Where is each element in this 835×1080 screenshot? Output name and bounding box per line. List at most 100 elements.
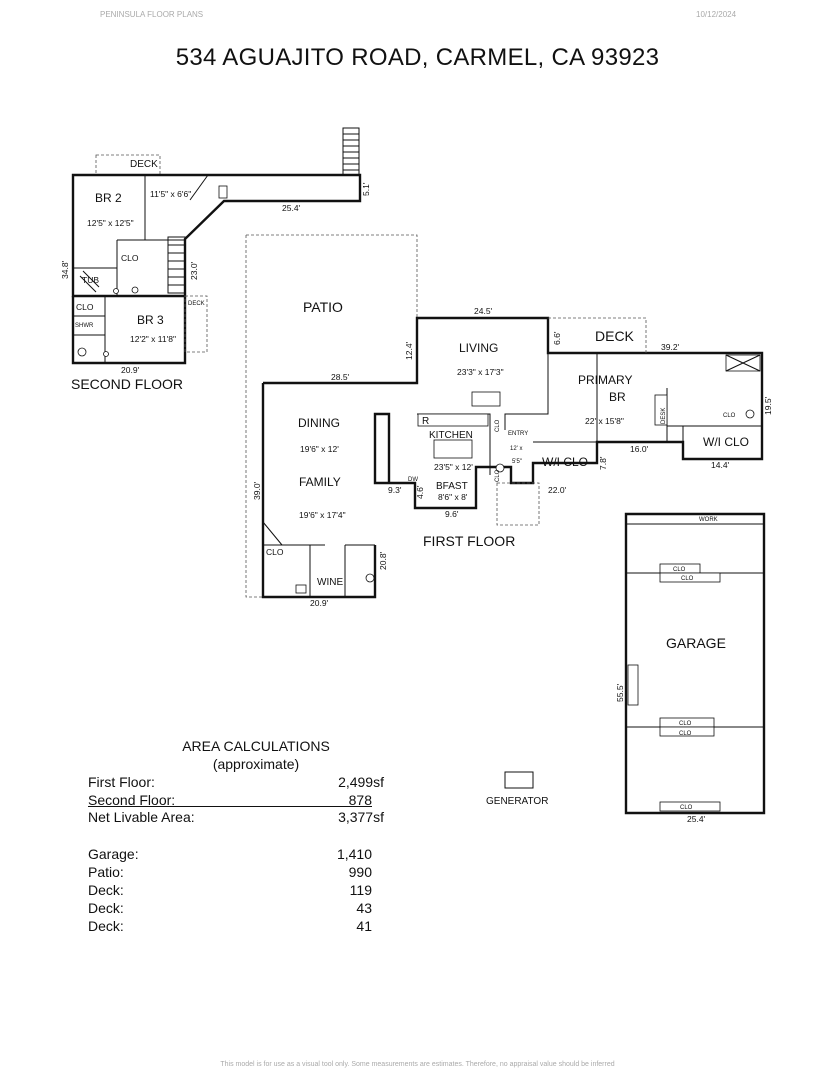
- area-row: Deck: 41: [88, 918, 384, 936]
- kitchen-counter: [417, 413, 489, 427]
- room-label: W/I CLO: [542, 455, 588, 469]
- area-value: 3,377sf: [338, 809, 384, 825]
- room-measurement: 12'2" x 11'8": [130, 334, 176, 344]
- sink-icon: [113, 288, 119, 294]
- garage-outer-wall: [624, 512, 766, 815]
- dimension-label: 4.6': [415, 485, 425, 499]
- dimension-label: 22.0': [548, 485, 567, 495]
- room-label: CLO: [495, 419, 501, 432]
- toilet-icon: [365, 573, 375, 583]
- room-label: CLO: [723, 413, 736, 419]
- bath-walls: [73, 267, 117, 363]
- closet-outline: [659, 726, 715, 737]
- closet-outline: [659, 572, 721, 583]
- room-label: BFAST: [436, 481, 468, 492]
- dimension-label: 20.8': [378, 551, 388, 570]
- room-measurement: 5'5": [512, 459, 522, 465]
- subtotal-underline: [88, 806, 372, 807]
- room-label: DW: [408, 477, 418, 483]
- room-measurement: 19'6" x 17'4": [299, 510, 346, 520]
- garage-plan: [504, 512, 766, 815]
- desk-outline: [654, 394, 668, 426]
- stairs-inner: [167, 236, 186, 294]
- family-outer-wall: [261, 383, 377, 599]
- room-measurement: 11'5" x 6'6": [150, 189, 191, 199]
- room-label: R: [422, 416, 429, 427]
- area-label: Deck:: [88, 882, 124, 898]
- dimension-label: 9.6': [445, 509, 459, 519]
- room-measurement: 12' x: [510, 446, 523, 452]
- area-value: 878: [348, 792, 372, 808]
- room-label: CLO: [121, 253, 139, 263]
- toilet-icon: [495, 463, 505, 473]
- area-row: Deck: 43: [88, 900, 384, 918]
- dimension-label: 28.5': [331, 372, 350, 382]
- room-label: BR 2: [95, 191, 122, 205]
- dimension-label: 23.0': [189, 261, 199, 280]
- garage-interior-lines: [626, 523, 764, 728]
- first-floor-plan: [245, 234, 764, 599]
- area-label: Second Floor:: [88, 792, 176, 808]
- patio-outline: [245, 234, 418, 598]
- generator-outline: [504, 771, 534, 789]
- room-label: WINE: [317, 577, 343, 588]
- br2-wall: [144, 175, 185, 241]
- dimension-label: 19.5': [763, 396, 773, 415]
- area-title-sub: (approximate): [212, 756, 300, 772]
- header-company: PENINSULA FLOOR PLANS: [100, 10, 204, 19]
- area-value: 2,499sf: [338, 774, 384, 790]
- header-date: 10/12/2024: [696, 10, 737, 19]
- room-label: GENERATOR: [486, 796, 548, 807]
- room-label: KITCHEN: [429, 430, 473, 441]
- room-label: SHWR: [75, 323, 94, 329]
- toilet-icon: [77, 347, 87, 357]
- room-measurement: 23'5" x 12': [434, 462, 473, 472]
- area-value: 43: [356, 900, 372, 916]
- area-row: Second Floor: 878: [88, 792, 384, 810]
- room-label: LIVING: [459, 341, 498, 355]
- dimension-label: 14.4': [711, 460, 730, 470]
- dimension-label: 34.8': [60, 260, 70, 279]
- dimension-label: 5.1': [361, 182, 371, 196]
- area-title-main: AREA CALCULATIONS: [182, 738, 330, 754]
- dimension-label: 20.9': [310, 598, 329, 608]
- second-floor-outer-wall: [71, 173, 362, 298]
- room-label: CLO: [76, 302, 94, 312]
- family-diagonal: [262, 521, 283, 546]
- fireplace-icon: [218, 185, 228, 199]
- living-wall: [504, 353, 549, 430]
- dimension-label: 25.4': [687, 814, 706, 824]
- room-label: W/I CLO: [703, 435, 749, 449]
- room-label: DECK: [188, 301, 205, 307]
- area-row: Net Livable Area: 3,377sf: [88, 809, 384, 827]
- room-measurement: 23'3" x 17'3": [457, 367, 504, 377]
- area-label: Garage:: [88, 846, 139, 862]
- room-label: CLO: [266, 547, 284, 557]
- room-label: DINING: [298, 416, 340, 430]
- hall-diagonal: [189, 174, 209, 201]
- room-measurement: 19'6" x 12': [300, 444, 339, 454]
- area-value: 1,410: [336, 846, 372, 862]
- room-label: DECK: [130, 159, 158, 170]
- fireplace-icon: [471, 391, 501, 407]
- room-label: WORK: [699, 517, 718, 523]
- dimension-label: 7.8': [598, 456, 608, 470]
- room-measurement: 12'5" x 12'5": [87, 218, 134, 228]
- stairs-inner-treads: [168, 244, 185, 286]
- closet-outline: [659, 801, 721, 812]
- area-row: Deck: 119: [88, 882, 384, 900]
- deck-side-outline: [184, 295, 208, 353]
- room-measurement: 22' x 15'8": [585, 416, 624, 426]
- room-label: BR 3: [137, 313, 164, 327]
- disclaimer: This model is for use as a visual tool o…: [220, 1061, 615, 1068]
- area-label: Deck:: [88, 900, 124, 916]
- area-value: 119: [349, 882, 372, 898]
- room-label: TUB: [82, 275, 99, 285]
- room-label: PRIMARY: [578, 373, 632, 387]
- dimension-label: 20.9': [121, 365, 140, 375]
- area-value: 990: [348, 864, 372, 880]
- first-floor-outer-wall: [263, 316, 764, 510]
- room-label: BR: [609, 390, 626, 404]
- family-interior-walls: [263, 544, 375, 597]
